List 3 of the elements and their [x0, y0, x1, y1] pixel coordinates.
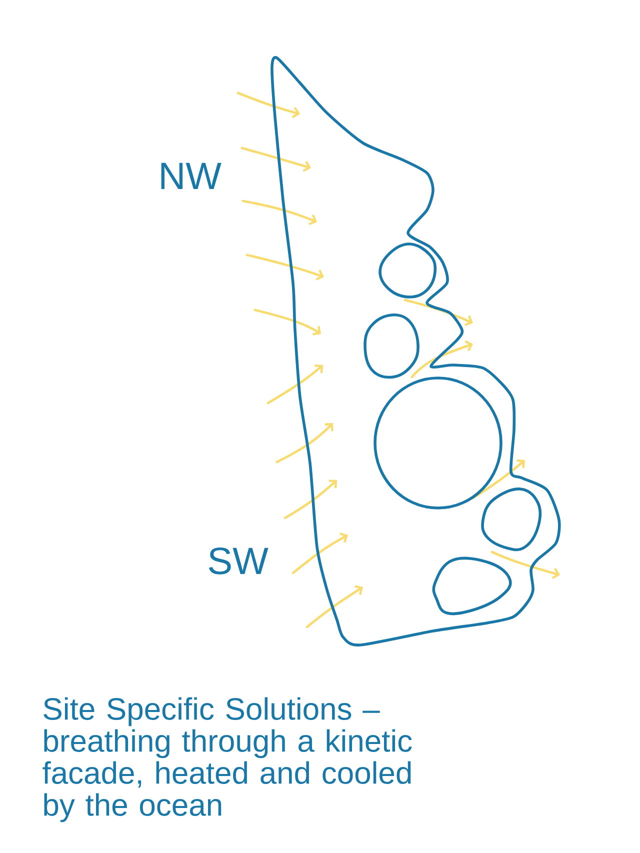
direction-label: NW	[161, 162, 222, 189]
direction-label: SW	[208, 547, 268, 574]
caption: Site Specific Solutions – breathing through a kinetic facade, heated and cooled by the ocean	[42, 697, 412, 822]
